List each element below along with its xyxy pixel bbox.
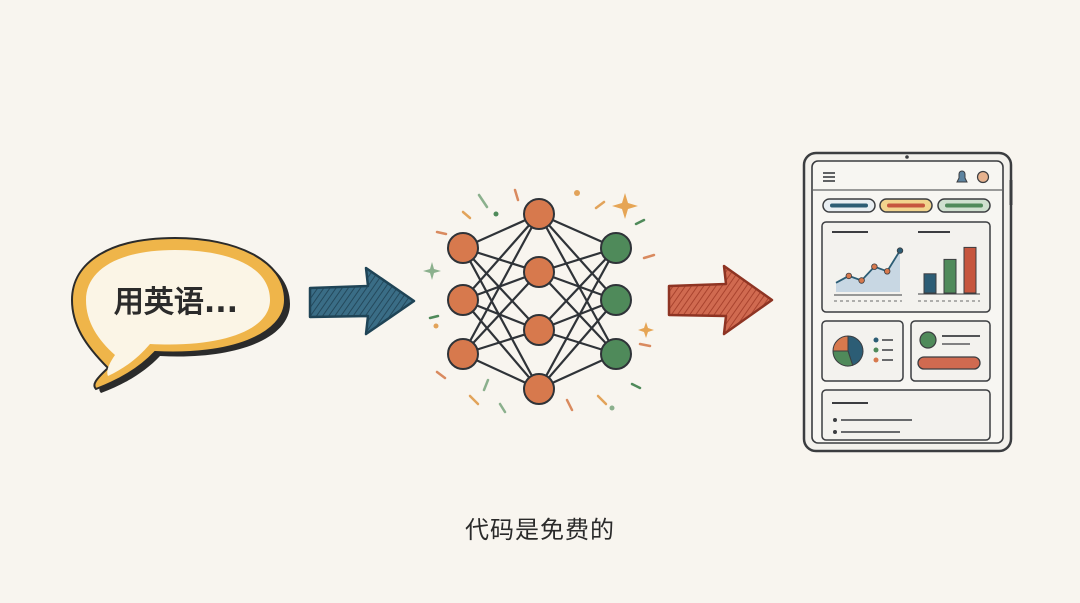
bubble-text: 用英语... bbox=[114, 285, 238, 320]
caption: 代码是免费的 bbox=[465, 516, 615, 544]
output-node bbox=[600, 284, 632, 316]
speech-bubble-icon: 用英语... bbox=[70, 236, 290, 393]
hidden-node bbox=[523, 198, 555, 230]
menu-icon bbox=[823, 172, 835, 182]
line-point bbox=[845, 272, 852, 280]
hidden-node bbox=[523, 314, 555, 346]
arrow-right-icon bbox=[667, 264, 774, 336]
output-node bbox=[600, 232, 632, 264]
pie-slice bbox=[832, 350, 854, 367]
neural-network-icon bbox=[423, 188, 656, 414]
avatar bbox=[976, 170, 990, 184]
arrow-right-icon bbox=[308, 266, 416, 336]
pie-slice bbox=[832, 335, 849, 352]
input-node bbox=[447, 338, 479, 370]
output-node bbox=[600, 338, 632, 370]
bell-icon bbox=[956, 170, 968, 183]
star-decorations bbox=[423, 190, 654, 411]
sparkle-decorations bbox=[428, 188, 656, 414]
bar bbox=[923, 273, 937, 294]
tablet-dashboard-icon bbox=[802, 151, 1013, 453]
line-point bbox=[871, 263, 878, 270]
bar bbox=[943, 258, 957, 294]
input-node bbox=[447, 232, 479, 264]
line-point bbox=[884, 268, 891, 275]
hidden-node bbox=[523, 256, 555, 288]
line-point bbox=[896, 247, 904, 254]
hidden-node bbox=[523, 373, 555, 405]
bar bbox=[963, 246, 977, 294]
input-node bbox=[447, 284, 479, 316]
pie-slice bbox=[847, 335, 864, 366]
line-point bbox=[858, 277, 865, 284]
